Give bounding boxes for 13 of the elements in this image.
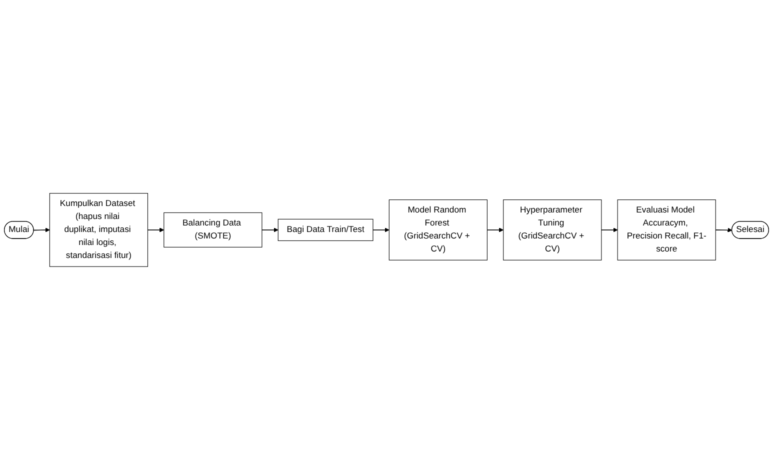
arrow [33, 228, 50, 232]
node-box: Bagi Data Train/Test [278, 218, 374, 242]
node-box: Kumpulkan Dataset (hapus nilai duplikat, imputasi nilai logis, standarisasi fitur) [49, 193, 148, 267]
node-box: Balancing Data (SMOTE) [164, 212, 262, 248]
arrow [715, 228, 732, 232]
arrow [486, 228, 504, 232]
arrow [601, 228, 618, 232]
arrow [372, 228, 390, 232]
node-box: Hyperparameter Tuning (GridSearchCV + CV) [503, 200, 602, 260]
node-box: Evaluasi Model Accuracym, Precision Recall, F1-score [617, 200, 716, 260]
arrow [262, 228, 278, 232]
node-box: Model Random Forest (GridSearchCV + CV) [388, 200, 488, 260]
arrow [147, 228, 164, 232]
